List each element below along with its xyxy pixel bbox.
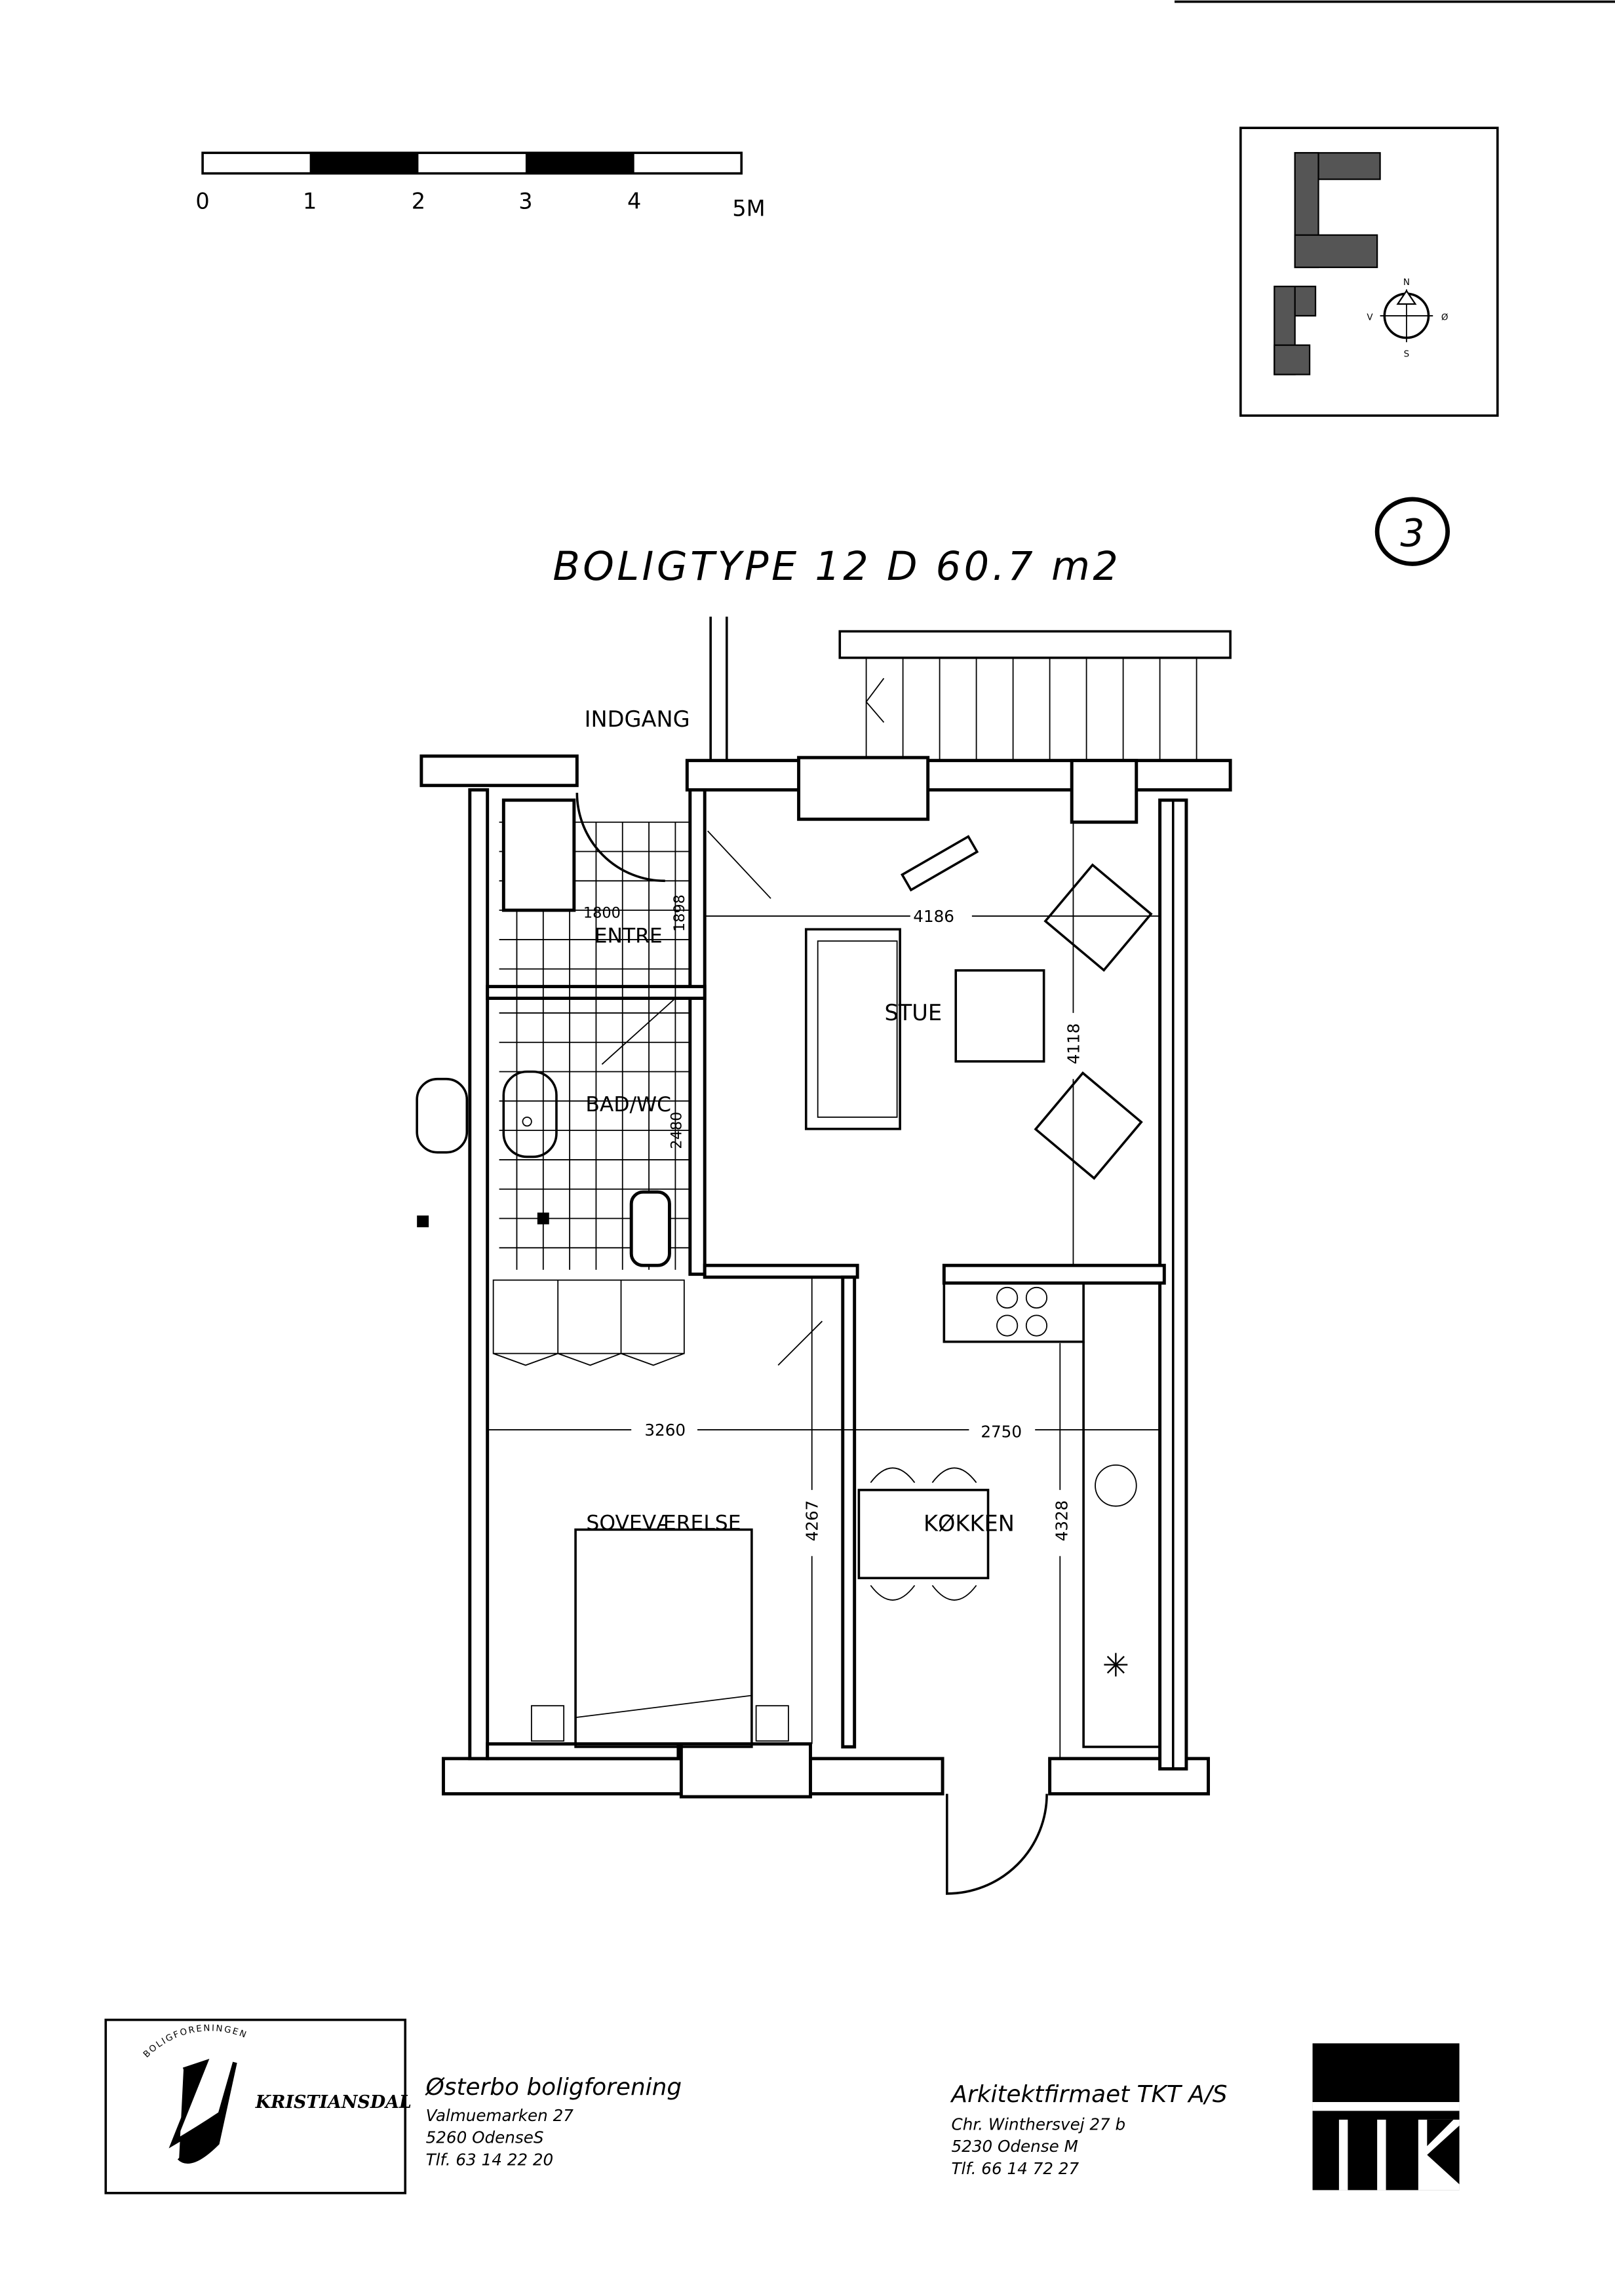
- client-address-2: 5260 OdenseS: [426, 2128, 544, 2147]
- dimension-label: 2480: [668, 1112, 685, 1149]
- scale-label: 0: [195, 188, 209, 214]
- architect-address-1: Chr. Winthersvej 27 b: [952, 2115, 1126, 2134]
- bed: [574, 1528, 753, 1748]
- architect-address-2: 5230 Odense M: [952, 2137, 1078, 2156]
- door-swing: [575, 792, 665, 883]
- client-phone: Tlf. 63 14 22 20: [426, 2150, 554, 2169]
- dining-table: [857, 1489, 990, 1580]
- room-label-indgang: INDGANG: [585, 706, 690, 732]
- site-plan-thumbnail: [1274, 152, 1381, 375]
- architect-phone: Tlf. 66 14 72 27: [952, 2159, 1080, 2178]
- sofa: [804, 928, 901, 1130]
- dimension-label: 4186: [913, 907, 954, 926]
- key-plan: N V Ø S: [1239, 126, 1499, 417]
- stove: [943, 1282, 1085, 1343]
- compass-v: V: [1367, 313, 1373, 323]
- sink-icon: [502, 1070, 558, 1158]
- dimension-lines: [487, 822, 1160, 1759]
- scale-segment: [525, 153, 634, 174]
- svg-text:KRISTIANSDAL: KRISTIANSDAL: [255, 2092, 412, 2113]
- window: [679, 1742, 812, 1799]
- dimension-label: 4267: [803, 1501, 822, 1542]
- dimension-label: 3260: [644, 1421, 686, 1440]
- chairs: [870, 1467, 977, 1601]
- scale-label: 4: [627, 188, 641, 214]
- scale-label: 3: [518, 188, 532, 214]
- client-address-1: Valmuemarken 27: [426, 2106, 574, 2125]
- svg-text:BOLIGFORENINGEN: BOLIGFORENINGEN: [142, 2023, 248, 2059]
- armchair: [1043, 863, 1153, 972]
- scale-segment: [309, 153, 419, 174]
- stair-railing: [838, 630, 1232, 659]
- compass-s: S: [1404, 350, 1410, 360]
- client-name: Østerbo boligforening: [425, 2074, 682, 2101]
- toilet-icon: [629, 1190, 671, 1267]
- kitchen-counter: [1082, 1341, 1160, 1748]
- window: [797, 756, 930, 821]
- scale-bar: 0 1 2 3 4 5M: [195, 151, 766, 221]
- svg-text:3: 3: [1400, 511, 1424, 556]
- compass-o: Ø: [1441, 313, 1449, 323]
- floor-drain: [537, 1212, 549, 1225]
- compass-icon: N V Ø S: [1367, 278, 1448, 360]
- scale-label: 5M: [732, 196, 765, 221]
- door-swing: [946, 1793, 1048, 1895]
- scale-label: 1: [303, 188, 317, 214]
- armchair: [1034, 1071, 1143, 1180]
- page-title: BOLIGTYPE 12 D 60.7 m2: [553, 544, 1121, 590]
- compass-n: N: [1403, 278, 1410, 288]
- architect-logo: [1312, 2043, 1460, 2191]
- dimension-label: 1898: [671, 894, 688, 932]
- dimension-label: 4118: [1064, 1024, 1083, 1065]
- scale-label: 2: [412, 188, 425, 214]
- room-label-badwc: BAD/WC: [585, 1093, 671, 1117]
- window: [1070, 759, 1138, 824]
- plant: [900, 835, 979, 892]
- dimension-label: 2750: [981, 1422, 1022, 1441]
- room-label-sovevaerelse: SOVEVÆRELSE: [586, 1511, 741, 1535]
- dimension-label: 4328: [1052, 1501, 1071, 1542]
- plant-icon: ✳: [1102, 1646, 1129, 1684]
- client-logo: BOLIGFORENINGEN KRISTIANSDAL: [104, 2018, 412, 2194]
- room-label-entre: ENTRE: [594, 924, 663, 947]
- room-label-kokken: KØKKEN: [924, 1511, 1015, 1537]
- floor-plan: ✳: [416, 617, 1232, 1895]
- sheet-number: 3: [1374, 497, 1450, 566]
- room-label-stue: STUE: [884, 1000, 942, 1025]
- architect-name: Arkitektfirmaet TKT A/S: [950, 2081, 1228, 2108]
- coffee-table: [954, 969, 1045, 1063]
- dimension-label: 1800: [583, 904, 621, 921]
- sink-icon: [1095, 1464, 1137, 1507]
